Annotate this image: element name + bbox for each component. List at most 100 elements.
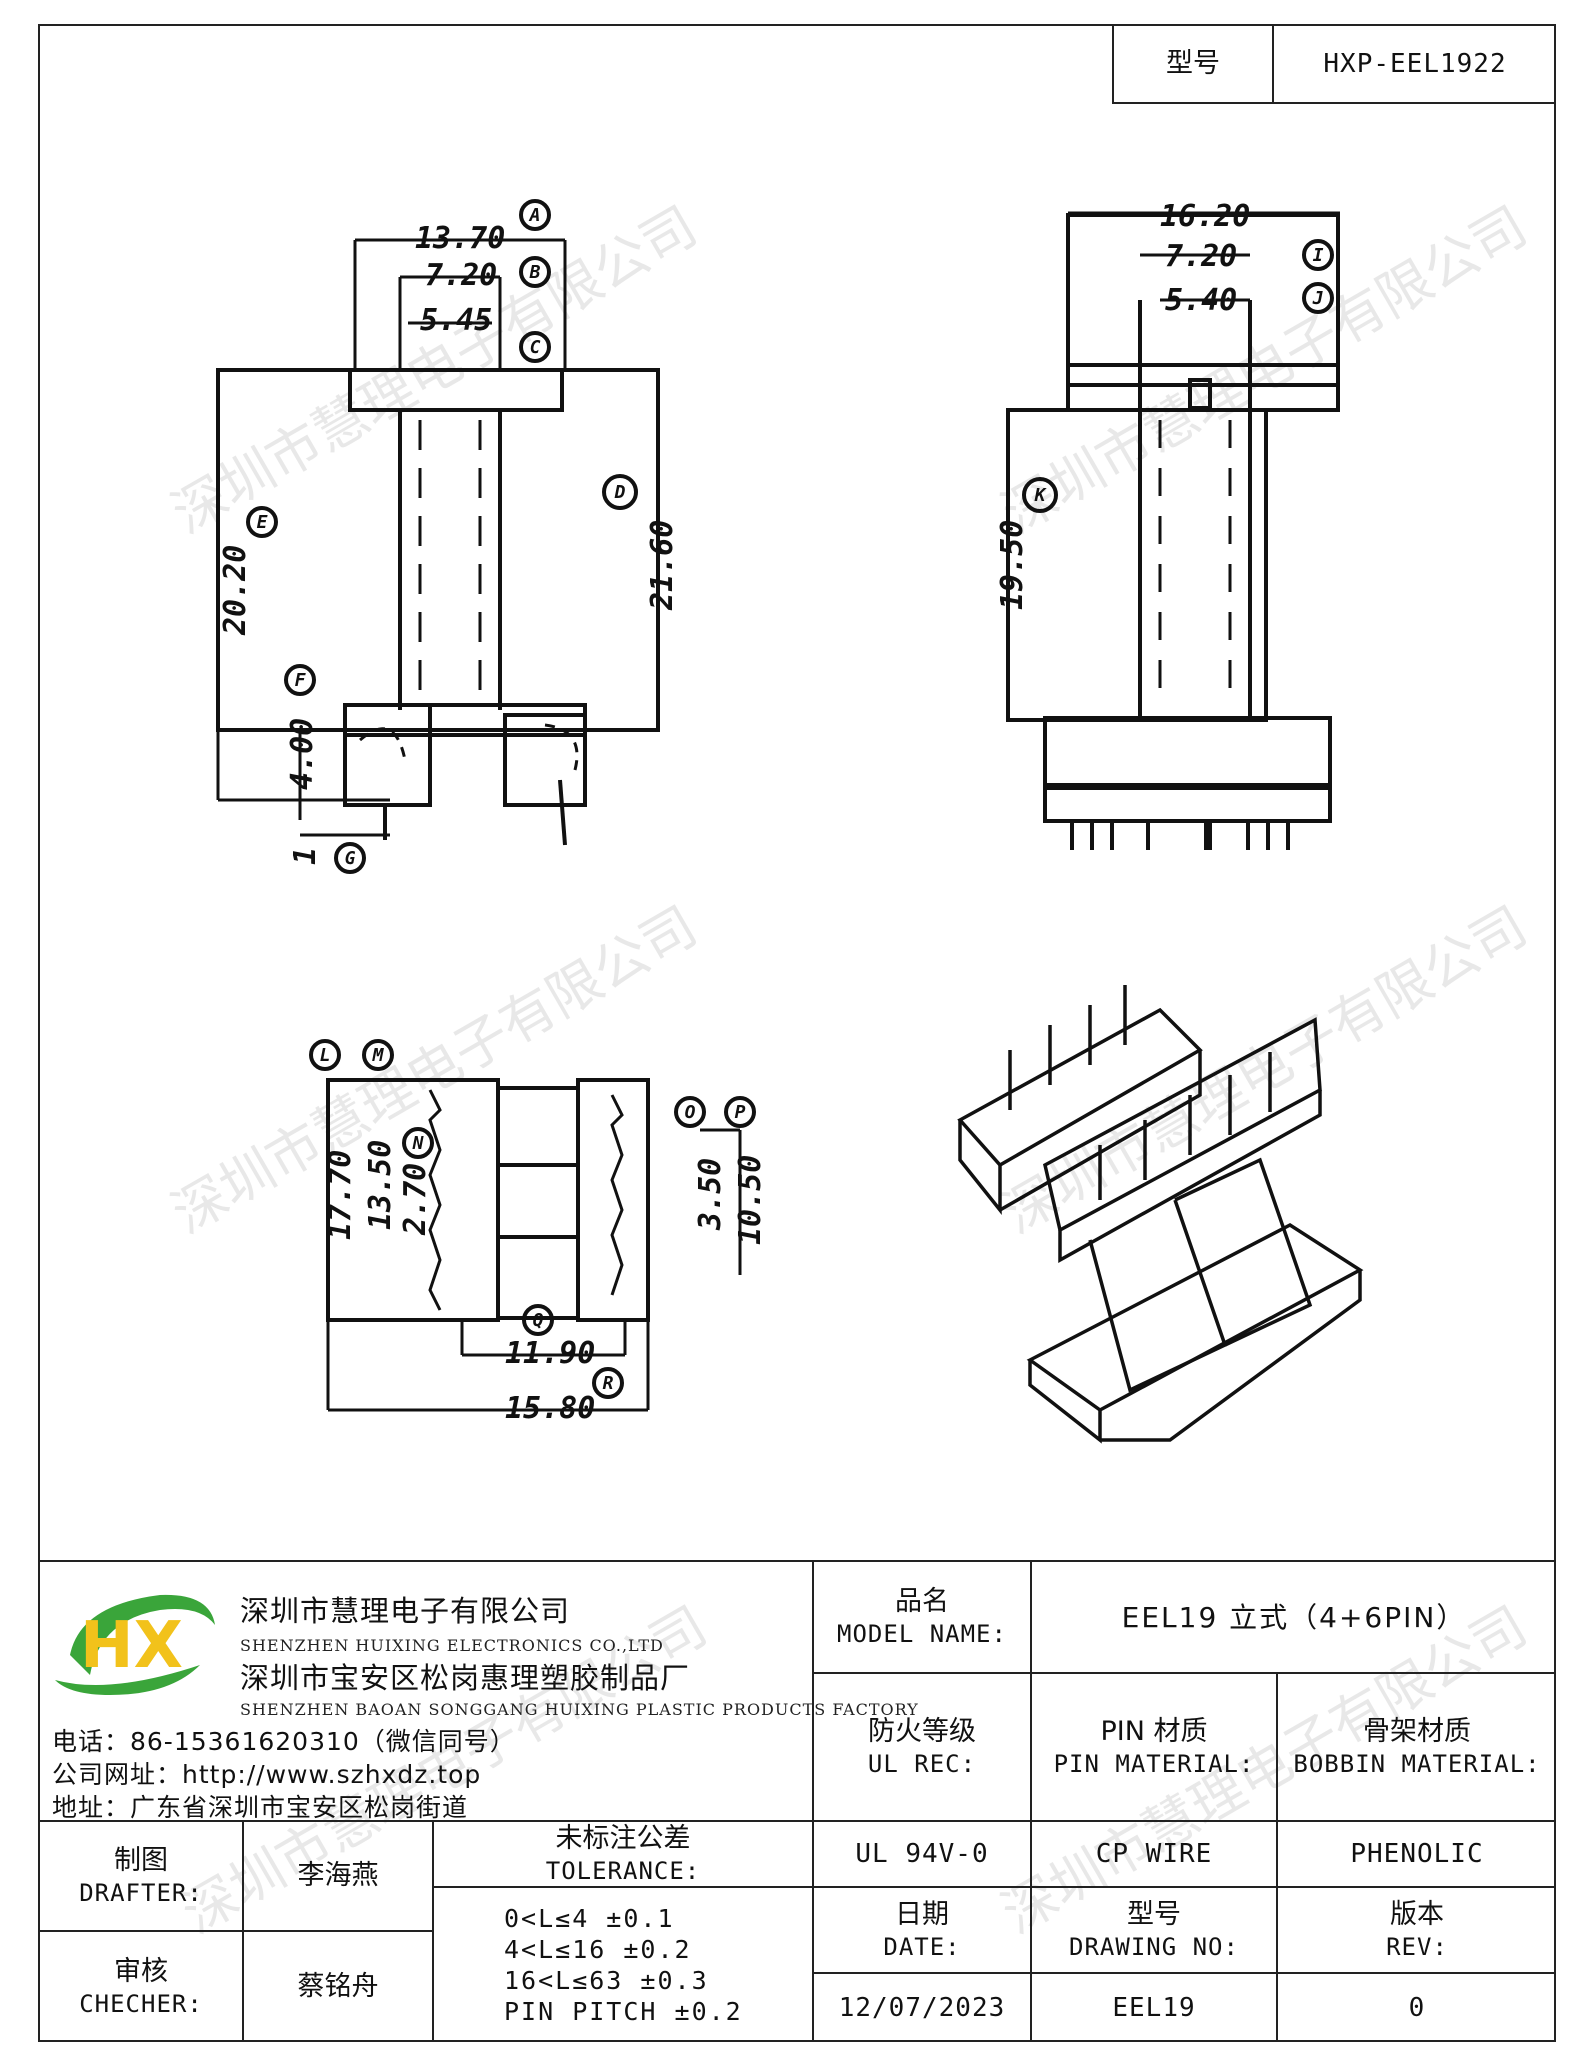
rev-label: 版本 REV: [1278, 1888, 1556, 1972]
titleblock-vline [432, 1820, 434, 2042]
ref-J: J [1312, 288, 1324, 309]
tolerance-label-cn: 未标注公差 [555, 1823, 691, 1855]
header-box-divider [1272, 24, 1274, 102]
ref-O: O [685, 1102, 696, 1123]
drawing-no-label: 型号 DRAWING NO: [1032, 1888, 1276, 1972]
titleblock-vline [1276, 1672, 1278, 2042]
ref-F: F [295, 670, 307, 691]
drafter-value: 李海燕 [297, 1860, 379, 1892]
dim-front-F: 4.00 [285, 718, 320, 790]
pin-material-value: CP WIRE [1095, 1838, 1213, 1869]
tolerance-line: 0<L≤4 ±0.1 [504, 1903, 675, 1933]
dim-front-D: 21.60 [645, 520, 680, 611]
header-box-top [1112, 24, 1556, 26]
ref-G: G [345, 848, 356, 869]
ul-rec-label-cn: 防火等级 [868, 1716, 976, 1748]
model-name-label: 品名 MODEL NAME: [814, 1562, 1030, 1672]
front-view [216, 199, 660, 874]
dim-bottom-N: 2.70 [398, 1163, 433, 1236]
ref-D: D [614, 482, 626, 503]
header-box-left [1112, 24, 1114, 102]
ref-C: C [530, 337, 541, 358]
model-name-label-cn: 品名 [895, 1586, 949, 1618]
company-logo: HX [50, 1585, 220, 1700]
model-name-label-en: MODEL NAME: [837, 1619, 1007, 1648]
ref-B: B [529, 262, 541, 283]
rev-label-cn: 版本 [1390, 1899, 1444, 1931]
model-label: 型号 [1166, 48, 1220, 80]
titleblock-line [38, 1820, 1556, 1822]
pin-material-label-en: PIN MATERIAL: [1053, 1749, 1255, 1778]
dim-side-K: 19.50 [995, 520, 1030, 610]
titleblock-vline [812, 1560, 814, 2042]
ref-L: L [320, 1045, 331, 1066]
drawing-frame [38, 24, 1556, 2042]
company-phone: 电话：86-15361620310（微信同号） [52, 1727, 516, 1756]
date-label: 日期 DATE: [814, 1888, 1030, 1972]
logo-mark: HX [55, 1594, 215, 1695]
ul-rec-value: UL 94V-0 [855, 1838, 989, 1869]
checker-label-cn: 审核 [114, 1956, 168, 1988]
titleblock-line [812, 1672, 1556, 1674]
pin-material-label-cn: PIN 材质 [1100, 1716, 1208, 1748]
drawing-no-label-en: DRAWING NO: [1069, 1932, 1239, 1961]
ref-M: M [372, 1045, 385, 1066]
ul-rec-label-en: UL REC: [867, 1749, 977, 1778]
dim-front-A: 13.70 [415, 221, 505, 256]
company-name-cn: 深圳市慧理电子有限公司 [240, 1594, 571, 1628]
dim-side-H: 16.20 [1160, 199, 1250, 234]
rev-label-en: REV: [1386, 1932, 1448, 1961]
tolerance-label: 未标注公差 TOLERANCE: [434, 1822, 812, 1886]
dim-bottom-Q: 11.90 [505, 1336, 595, 1371]
isometric-view [957, 985, 1364, 1444]
drawing-no-value: EEL19 [1112, 1992, 1196, 2023]
date-label-en: DATE: [883, 1932, 961, 1961]
checker-label: 审核 CHECHER: [40, 1932, 242, 2042]
rev-value: 0 [1408, 1992, 1426, 2023]
dim-side-J: 5.40 [1165, 283, 1237, 318]
tolerance-line: 16<L≤63 ±0.3 [504, 1966, 709, 1995]
company-website: 公司网址：http://www.szhxdz.top [52, 1760, 482, 1789]
dim-front-C: 5.45 [420, 303, 492, 338]
factory-name-cn: 深圳市宝安区松岗惠理塑胶制品厂 [240, 1661, 691, 1695]
model-name-value-text: EEL19 立式（4+6PIN） [1121, 1600, 1467, 1634]
drafter-label-en: DRAFTER: [79, 1878, 203, 1907]
header-box-bottom [1112, 102, 1556, 104]
technical-drawing: 13.70 7.20 5.45 21.60 20.20 4.00 1 16.20… [216, 199, 1364, 1444]
model-name-value: EEL19 立式（4+6PIN） [1032, 1562, 1556, 1672]
titleblock-vline [1030, 1560, 1032, 2042]
titleblock-line [38, 1930, 432, 1932]
side-view [1006, 211, 1340, 850]
ref-N: N [412, 1133, 425, 1154]
company-name-en: SHENZHEN HUIXING ELECTRONICS CO.,LTD [240, 1636, 664, 1655]
bottom-view [309, 1039, 756, 1412]
ref-P: P [735, 1102, 746, 1123]
ref-A: A [529, 205, 541, 226]
logo-letters: HX [80, 1609, 183, 1683]
tolerance-line: PIN PITCH ±0.2 [504, 1997, 743, 2027]
pin-material-label: PIN 材质 PIN MATERIAL: [1032, 1674, 1276, 1820]
ref-K: K [1034, 485, 1048, 506]
factory-name-en: SHENZHEN BAOAN SONGGANG HUIXING PLASTIC … [240, 1700, 919, 1719]
tolerance-list: 0<L≤4 ±0.1 4<L≤16 ±0.2 16<L≤63 ±0.3 PIN … [434, 1888, 812, 2042]
bobbin-material-label-cn: 骨架材质 [1363, 1716, 1471, 1748]
dim-bottom-R: 15.80 [505, 1391, 595, 1426]
ref-I: I [1313, 245, 1324, 266]
dim-front-G: 1 [288, 847, 323, 865]
date-value: 12/07/2023 [838, 1992, 1006, 2023]
company-address: 地址：广东省深圳市宝安区松岗街道 [52, 1793, 469, 1822]
dim-bottom-L: 17.70 [323, 1150, 358, 1240]
ref-R: R [603, 1373, 614, 1394]
model-value: HXP-EEL1922 [1323, 48, 1507, 79]
drafter-label: 制图 DRAFTER: [40, 1822, 242, 1930]
checker-value: 蔡铭舟 [297, 1971, 379, 2003]
dim-bottom-P: 10.50 [733, 1155, 768, 1245]
drafter-label-cn: 制图 [114, 1845, 168, 1877]
bobbin-material-label-en: BOBBIN MATERIAL: [1293, 1749, 1541, 1778]
checker-label-en: CHECHER: [79, 1989, 203, 2018]
ref-Q: Q [533, 1310, 544, 1331]
dim-bottom-O: 3.50 [693, 1158, 728, 1231]
titleblock-line [812, 1972, 1556, 1974]
bobbin-material-label: 骨架材质 BOBBIN MATERIAL: [1278, 1674, 1556, 1820]
dim-front-E: 20.20 [218, 545, 253, 636]
